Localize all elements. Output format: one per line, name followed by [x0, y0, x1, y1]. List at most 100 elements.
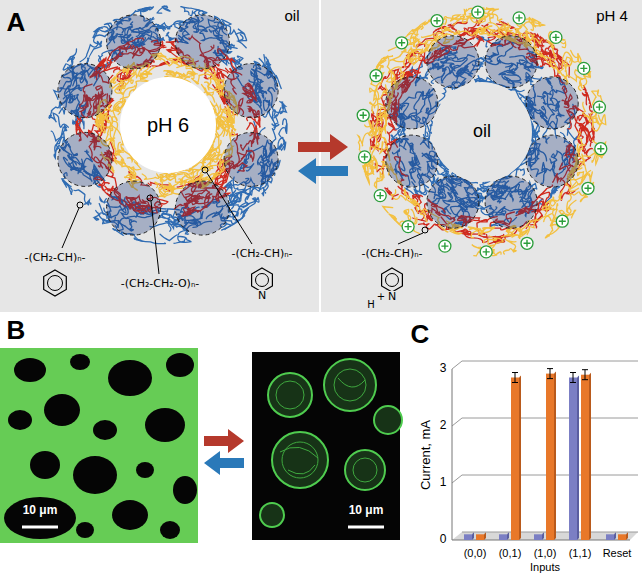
illustration-shape — [390, 49, 409, 62]
illustration-shape — [593, 101, 605, 113]
illustration-shape — [534, 534, 542, 540]
illustration-shape — [162, 174, 176, 182]
forward-arrow — [204, 429, 244, 453]
illustration-shape — [164, 71, 185, 77]
illustration-shape — [359, 151, 371, 163]
illustration-shape — [439, 240, 451, 252]
illustration-shape — [353, 458, 377, 482]
tick-label: 1 — [440, 476, 447, 489]
illustration-shape — [114, 142, 123, 154]
illustration-shape — [401, 217, 419, 233]
category-label: (1,0) — [534, 547, 557, 559]
illustration-shape — [283, 119, 287, 134]
illustration-shape — [441, 243, 448, 250]
reverse-arrow — [298, 158, 348, 184]
illustration-shape — [402, 221, 414, 233]
illustration-shape — [371, 130, 379, 150]
ph-label: pH 6 — [147, 114, 189, 136]
leader-dot — [77, 202, 83, 208]
panel-ground — [0, 0, 642, 312]
leader-line — [207, 173, 252, 244]
illustration-shape — [374, 190, 386, 202]
water-core — [120, 77, 216, 173]
illustration-shape — [260, 503, 284, 527]
illustration-shape — [99, 112, 107, 128]
illustration-shape — [511, 378, 519, 541]
illustration-shape — [450, 15, 461, 25]
monomer-formula: -(CH₂-CH)ₙ- — [361, 248, 422, 260]
reverse-arrow — [204, 451, 244, 475]
micrograph — [252, 352, 400, 540]
charge-group — [357, 6, 607, 258]
illustration-shape — [225, 184, 238, 196]
illustration-shape — [93, 420, 117, 440]
illustration-shape — [73, 456, 117, 494]
illustration-shape — [427, 36, 479, 88]
illustration-shape — [386, 77, 438, 129]
illustration-shape — [396, 37, 408, 49]
illustration-shape — [545, 217, 556, 238]
monomer-formula: -(CH₂-CH)ₙ- — [24, 252, 85, 264]
category-label: (0,1) — [499, 547, 522, 559]
illustration-shape — [181, 169, 199, 183]
pyridinium-ring — [386, 274, 399, 287]
illustration-shape — [374, 406, 402, 434]
charge-symbol: + — [377, 291, 385, 302]
illustration-shape — [370, 107, 385, 136]
illustration-shape — [471, 27, 489, 36]
illustration-shape — [385, 188, 398, 199]
atom-symbol: N — [257, 290, 267, 302]
illustration-shape — [546, 192, 562, 210]
illustration-shape — [361, 153, 368, 160]
illustration-shape — [434, 17, 441, 24]
polymer-shell — [49, 6, 287, 244]
monomer-formula: -(CH₂-CH)ₙ- — [231, 248, 292, 260]
illustration-shape — [8, 410, 32, 430]
y-axis — [452, 369, 453, 540]
scale-bar — [22, 526, 58, 529]
illustration-shape — [76, 522, 94, 538]
axis-title: Current, mA — [419, 420, 433, 490]
illustration-shape — [507, 532, 509, 540]
micelle-group — [386, 36, 578, 228]
illustration-shape — [483, 248, 490, 255]
illustration-shape — [476, 534, 484, 540]
illustration-shape — [519, 376, 521, 541]
illustration-shape — [596, 104, 603, 111]
illustration-shape — [117, 82, 126, 94]
panel-divider — [319, 0, 321, 312]
illustration-shape — [382, 115, 387, 134]
polymer-shell — [358, 8, 606, 256]
illustration-shape — [552, 34, 559, 41]
axis-title: Inputs — [530, 561, 560, 573]
illustration-shape — [227, 193, 256, 207]
illustration-shape — [582, 370, 588, 380]
illustration-shape — [58, 64, 112, 118]
illustration-shape — [365, 120, 374, 133]
illustration-shape — [570, 373, 576, 383]
panel-letter: A — [7, 8, 26, 37]
illustration-shape — [546, 374, 554, 540]
illustration-shape — [134, 238, 165, 244]
illustration-shape — [542, 206, 557, 218]
illustration-shape — [216, 114, 227, 136]
illustration-shape — [377, 192, 384, 199]
benzene-ring — [44, 270, 67, 296]
illustration-shape — [582, 182, 594, 194]
illustration-shape — [474, 9, 481, 16]
illustration-shape — [80, 28, 102, 62]
illustration-shape — [512, 373, 518, 383]
illustration-shape — [499, 534, 507, 540]
illustration-shape — [452, 418, 462, 426]
leader-dot — [147, 195, 153, 201]
chart-floor — [452, 532, 638, 540]
illustration-shape — [165, 72, 182, 78]
illustration-shape — [578, 62, 590, 74]
illustration-shape — [464, 534, 472, 540]
illustration-shape — [30, 451, 60, 479]
illustration-shape — [488, 23, 502, 35]
illustration-shape — [462, 361, 638, 362]
panel-letter: C — [411, 320, 430, 349]
